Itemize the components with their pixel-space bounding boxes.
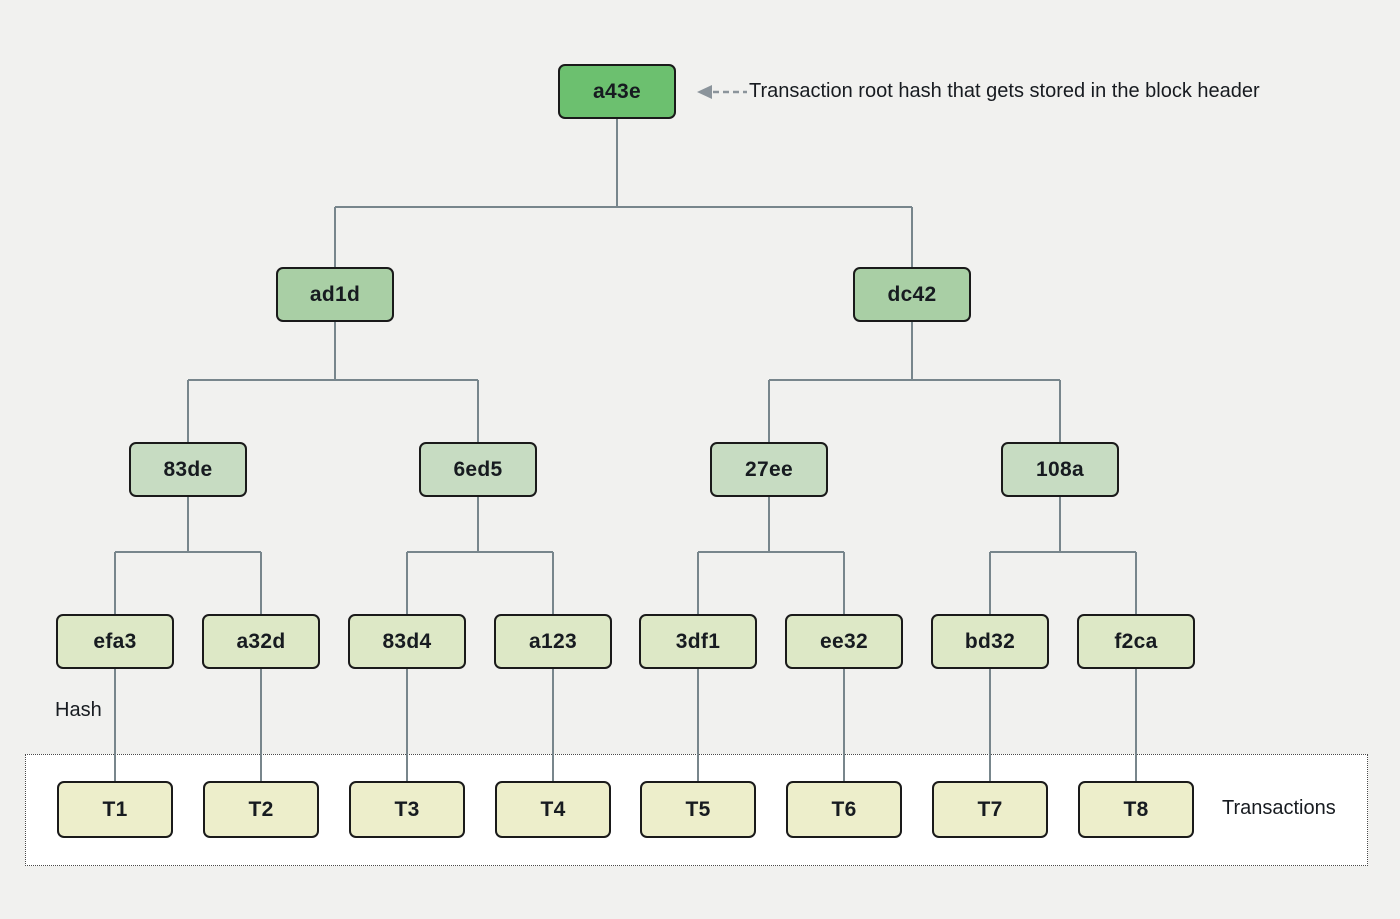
- hash-node-root-a43e: a43e: [558, 64, 676, 119]
- transactions-label: Transactions: [1222, 797, 1336, 819]
- hash-node-6ed5: 6ed5: [419, 442, 537, 497]
- transaction-node-t3: T3: [349, 781, 465, 838]
- hash-node-83de: 83de: [129, 442, 247, 497]
- hash-node-f2ca: f2ca: [1077, 614, 1195, 669]
- hash-node-efa3: efa3: [56, 614, 174, 669]
- hash-node-83d4: 83d4: [348, 614, 466, 669]
- hash-node-27ee: 27ee: [710, 442, 828, 497]
- hash-node-dc42: dc42: [853, 267, 971, 322]
- hash-node-a123: a123: [494, 614, 612, 669]
- root-annotation-label: Transaction root hash that gets stored i…: [749, 80, 1260, 102]
- transaction-node-t6: T6: [786, 781, 902, 838]
- connector-lines: [114, 119, 1137, 781]
- transaction-node-t7: T7: [932, 781, 1048, 838]
- hash-node-bd32: bd32: [931, 614, 1049, 669]
- transaction-node-t2: T2: [203, 781, 319, 838]
- hash-label: Hash: [55, 699, 102, 721]
- transaction-node-t4: T4: [495, 781, 611, 838]
- annotation-arrow-head-icon: [697, 85, 712, 99]
- transaction-node-t5: T5: [640, 781, 756, 838]
- hash-node-ee32: ee32: [785, 614, 903, 669]
- hash-node-ad1d: ad1d: [276, 267, 394, 322]
- transaction-node-t8: T8: [1078, 781, 1194, 838]
- hash-node-3df1: 3df1: [639, 614, 757, 669]
- transaction-node-t1: T1: [57, 781, 173, 838]
- hash-node-108a: 108a: [1001, 442, 1119, 497]
- hash-node-a32d: a32d: [202, 614, 320, 669]
